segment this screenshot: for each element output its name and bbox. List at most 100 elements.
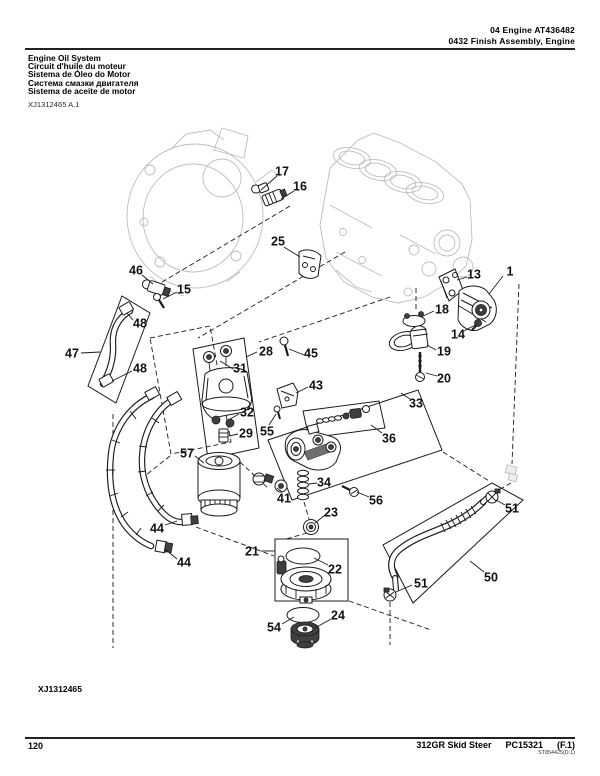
hose-50-box — [382, 482, 524, 604]
page-header: 04 Engine AT436482 0432 Finish Assembly,… — [448, 25, 575, 46]
callout-25: 25 — [271, 235, 285, 249]
header-rule — [25, 48, 575, 50]
callout-13: 13 — [467, 268, 481, 282]
switch-46-art — [141, 279, 172, 298]
clamp-51-upper-art — [485, 488, 501, 504]
drain-plug-24-art — [290, 621, 320, 649]
footer-rule — [25, 737, 575, 739]
callout-19: 19 — [437, 345, 451, 359]
footer-model: 312GR Skid Steer — [416, 740, 492, 750]
callout-44: 44 — [177, 556, 191, 570]
callout-43: 43 — [309, 379, 323, 393]
callout-16: 16 — [293, 180, 307, 194]
callout-24: 24 — [331, 609, 345, 623]
group-boxes — [87, 295, 524, 604]
bolt-45-art — [279, 336, 290, 357]
bracket-43-art — [276, 382, 299, 409]
oil-pickup-19-art — [388, 325, 429, 352]
callout-36: 36 — [382, 432, 396, 446]
plug-23-art — [303, 519, 319, 535]
footer-revision: (F.1) — [557, 740, 575, 750]
footer-doc-code: ST854425(D.1) — [538, 750, 575, 756]
clamp-51-lower-art — [383, 587, 397, 602]
callout-15: 15 — [177, 283, 191, 297]
hoses-44-art — [106, 385, 199, 554]
callout-48: 48 — [133, 362, 147, 376]
callout-44: 44 — [150, 522, 164, 536]
header-line-1: 04 Engine AT436482 — [490, 25, 575, 35]
relief-valve-box-36 — [302, 400, 386, 439]
engine-block-ghost — [319, 132, 474, 304]
callout-32: 32 — [240, 406, 254, 420]
header-line-2: 0432 Finish Assembly, Engine — [448, 35, 575, 46]
hose-47-art — [98, 301, 134, 388]
oil-pump-1-art — [457, 285, 497, 331]
callout-29: 29 — [239, 427, 253, 441]
page-number: 120 — [28, 741, 44, 751]
callout-23: 23 — [324, 506, 338, 520]
figure-reference: XJ1312465 A.1 — [28, 100, 80, 109]
title-block: Engine Oil System Circuit d'huile du mot… — [28, 54, 139, 95]
callout-28: 28 — [259, 345, 273, 359]
fitting-48-top-art — [118, 301, 134, 316]
callout-33: 33 — [409, 397, 423, 411]
callout-41: 41 — [277, 492, 291, 506]
callout-leader-lines — [80, 175, 506, 629]
oring-22-art — [285, 547, 321, 565]
bolt-55-art — [273, 405, 281, 420]
filter-head-art — [201, 345, 253, 443]
callout-46: 46 — [129, 264, 143, 278]
callout-48: 48 — [133, 317, 147, 331]
filter-head-dashed-box — [149, 325, 232, 455]
relief-valve-36-art — [310, 405, 370, 431]
parts-art — [98, 182, 501, 649]
stud-32-art — [211, 415, 221, 425]
oil-filter-57-art — [197, 452, 241, 517]
footer-catalog: PC15321 — [505, 740, 543, 750]
flywheel-housing-ghost — [126, 127, 281, 297]
callout-14: 14 — [451, 328, 465, 342]
callout-55: 55 — [260, 425, 274, 439]
title-pt: Sistema de Óleo do Motor — [28, 69, 131, 80]
bracket-25-art — [298, 249, 322, 279]
fittings-41-art — [252, 472, 288, 493]
callout-22: 22 — [328, 563, 342, 577]
bolt-20-art — [415, 352, 425, 382]
callout-47: 47 — [65, 347, 79, 361]
bolt-15-art — [153, 293, 165, 309]
callout-21: 21 — [245, 545, 259, 559]
callout-54: 54 — [267, 621, 281, 635]
cooler-21-art — [276, 547, 332, 604]
callout-50: 50 — [484, 571, 498, 585]
footer-right: 312GR Skid Steer PC15321 (F.1) — [416, 741, 575, 750]
spring-34-art — [297, 469, 309, 501]
callout-1: 1 — [507, 265, 514, 279]
oil-filter-adapter-art — [284, 423, 341, 471]
hose-47-box — [87, 295, 151, 404]
dashed-relation-lines — [112, 205, 520, 648]
callout-51: 51 — [414, 577, 428, 591]
title-es: Sistema de aceite de motor — [28, 85, 136, 96]
callout-57: 57 — [180, 447, 194, 461]
callout-56: 56 — [369, 494, 383, 508]
title-fr: Circuit d'huile du moteur — [28, 61, 126, 72]
oring-54-art — [286, 607, 320, 623]
figure-id: XJ1312465 — [38, 684, 82, 694]
callout-17: 17 — [275, 165, 289, 179]
flange-18-art — [402, 311, 426, 327]
element-29-art — [218, 428, 229, 443]
filter-head-box-28 — [192, 337, 260, 460]
plug-17-fitting-16-art — [251, 182, 288, 207]
title-ru: Система смазки двигателя — [28, 77, 139, 88]
callout-31: 31 — [233, 362, 247, 376]
hose-fitting-ghost — [504, 464, 519, 483]
hose-50-art — [383, 488, 501, 602]
callout-20: 20 — [437, 372, 451, 386]
callout-45: 45 — [304, 347, 318, 361]
title-en: Engine Oil System — [28, 53, 101, 63]
callout-34: 34 — [317, 476, 331, 490]
callout-18: 18 — [435, 303, 449, 317]
fitting-48-bottom-art — [98, 373, 114, 388]
